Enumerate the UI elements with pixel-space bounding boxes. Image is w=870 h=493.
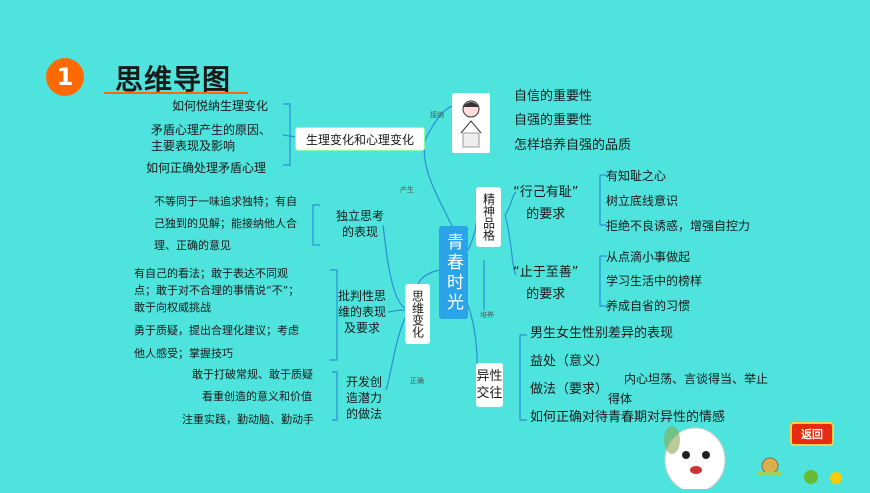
confidence-item-2: 自强的重要性: [514, 113, 593, 128]
gender-item-treat: 如何正确对待青春期对异性的情感: [530, 410, 726, 425]
creative-item-2: 看重创造的意义和价值: [202, 390, 312, 403]
critical-label: 批判性思维的表现及要求: [338, 289, 387, 335]
gender-item-benefit: 益处（意义）: [530, 354, 609, 369]
page-title: 思维导图: [115, 63, 232, 96]
back-button[interactable]: 返回: [790, 422, 834, 446]
physio-item-2: 矛盾心理产生的原因、: [151, 123, 272, 137]
goodness-item-2: 学习生活中的榜样: [606, 274, 703, 288]
gender-item-method: 做法（要求）: [530, 382, 609, 397]
gender-method-detail-1: 内心坦荡、言谈得当、举止: [624, 372, 769, 386]
critical-item-1: 有自己的看法；敢于表达不同观: [134, 267, 288, 280]
thinking-node: 思维变化: [405, 284, 430, 344]
creative-item-3: 注重实践，勤动脑、勤动手: [182, 413, 314, 426]
critical-item-4: 勇于质疑，提出合理化建议；考虑: [134, 324, 299, 337]
shame-item-2: 树立底线意识: [606, 194, 679, 208]
shame-item-1: 有知耻之心: [606, 169, 667, 183]
gender-item-diff: 男生女生性别差异的表现: [530, 326, 674, 341]
leaf-icon: [804, 470, 818, 484]
shame-label: “行己有耻”的要求: [513, 185, 579, 222]
physio-item-3: 主要表现及影响: [151, 139, 236, 153]
independent-item-2: 己独到的见解；能接纳他人合: [154, 217, 297, 230]
physio-item-1: 如何悦纳生理变化: [172, 99, 269, 113]
title-underline: [104, 92, 248, 94]
goodness-item-1: 从点滴小事做起: [606, 250, 691, 264]
gender-node: 异性交往: [476, 363, 503, 407]
independent-label: 独立思考的表现: [336, 209, 385, 239]
shame-item-3: 拒绝不良诱惑，增强自控力: [606, 219, 751, 233]
critical-item-5: 他人感受；掌握技巧: [134, 347, 233, 360]
independent-item-1: 不等同于一味追求独特；有自: [154, 195, 297, 208]
goodness-label: “止于至善”的要求: [513, 265, 579, 302]
dog-mascot-icon: [650, 400, 740, 493]
center-node: 青春时光: [439, 226, 468, 319]
physio-node: 生理变化和心理变化: [295, 127, 425, 151]
flower-icon: [830, 472, 842, 484]
independent-item-3: 理、正确的意见: [154, 239, 231, 252]
gender-method-detail-2: 得体: [608, 392, 633, 406]
link-label-correct: 正确: [410, 377, 424, 385]
student-icon: [460, 100, 482, 148]
link-label-cultivate: 培养: [480, 311, 494, 319]
confidence-item-1: 自信的重要性: [514, 89, 593, 104]
critical-item-2: 点；敢于对不合理的事情说“不”；: [134, 284, 300, 297]
creative-item-1: 敢于打破常规、敢于质疑: [192, 368, 313, 381]
link-label-produce: 产生: [400, 186, 414, 194]
creative-label: 开发创造潜力的做法: [346, 375, 383, 421]
link-label-ignite: 接纳: [430, 111, 444, 119]
character-node: 精神品格: [476, 187, 501, 247]
student-illustration: [452, 93, 490, 153]
critical-item-3: 敢于向权威挑战: [134, 301, 211, 314]
physio-item-4: 如何正确处理矛盾心理: [146, 161, 267, 175]
goodness-item-3: 养成自省的习惯: [606, 299, 691, 313]
confidence-item-3: 怎样培养自强的品质: [514, 138, 632, 153]
section-number-badge: 1: [46, 58, 84, 96]
snail-icon: [756, 456, 784, 478]
